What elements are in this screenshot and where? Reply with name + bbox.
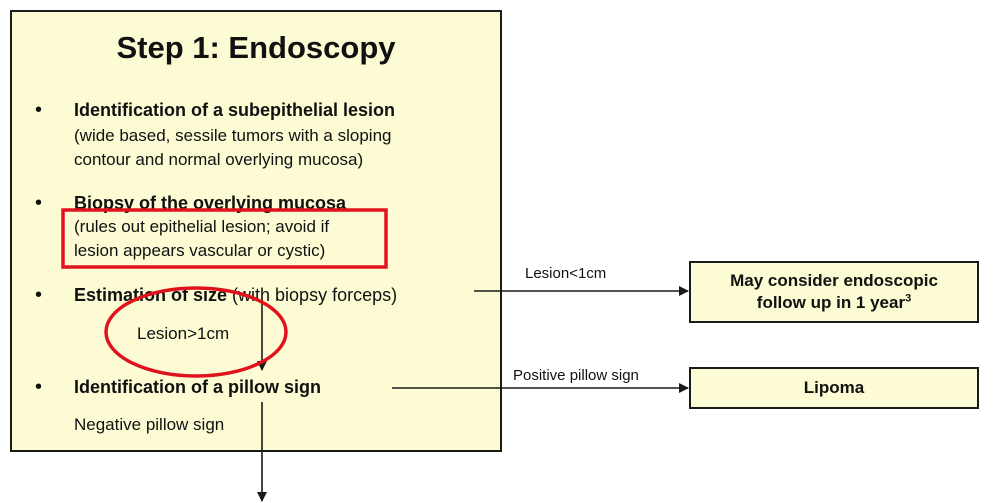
item-biopsy-heading: Biopsy of the overlying mucosa: [74, 193, 347, 213]
item-pillow-heading: Identification of a pillow sign: [74, 377, 321, 397]
item-subepithelial-detail-2: contour and normal overlying mucosa): [74, 150, 364, 169]
lipoma-box: Lipoma: [689, 367, 979, 409]
negative-pillow-label: Negative pillow sign: [74, 415, 225, 434]
item-biopsy-detail-1: (rules out epithelial lesion; avoid if: [74, 217, 330, 236]
size-branch-label: Lesion>1cm: [137, 324, 230, 343]
item-size-heading: Estimation of size (with biopsy forceps): [74, 285, 398, 305]
highlight-ellipse: [104, 286, 288, 378]
endoscopic-follow-up-box: May consider endoscopic follow up in 1 y…: [689, 261, 979, 323]
follow-up-line-2: follow up in 1 year3: [756, 292, 912, 312]
bullet-icon: •: [35, 99, 43, 121]
item-biopsy-detail-2: lesion appears vascular or cystic): [74, 241, 326, 260]
bullet-icon: •: [35, 284, 43, 306]
bullet-icon: •: [35, 376, 43, 398]
step-1-endoscopy-box: Step 1: Endoscopy • Identification of a …: [10, 10, 502, 452]
lipoma-label: Lipoma: [803, 378, 865, 397]
edge-label-positive-pillow: Positive pillow sign: [513, 367, 639, 384]
item-size-suffix: (with biopsy forceps): [227, 285, 398, 305]
edge-label-lesion-small: Lesion<1cm: [525, 265, 607, 282]
bullet-icon: •: [35, 192, 43, 214]
item-subepithelial-heading: Identification of a subepithelial lesion: [74, 100, 396, 120]
reference-superscript: 3: [905, 292, 912, 305]
follow-up-line-1: May consider endoscopic: [730, 271, 938, 290]
item-subepithelial-detail-1: (wide based, sessile tumors with a slopi…: [74, 126, 392, 145]
highlight-rectangle: [61, 208, 388, 269]
step-title: Step 1: Endoscopy: [116, 30, 396, 65]
